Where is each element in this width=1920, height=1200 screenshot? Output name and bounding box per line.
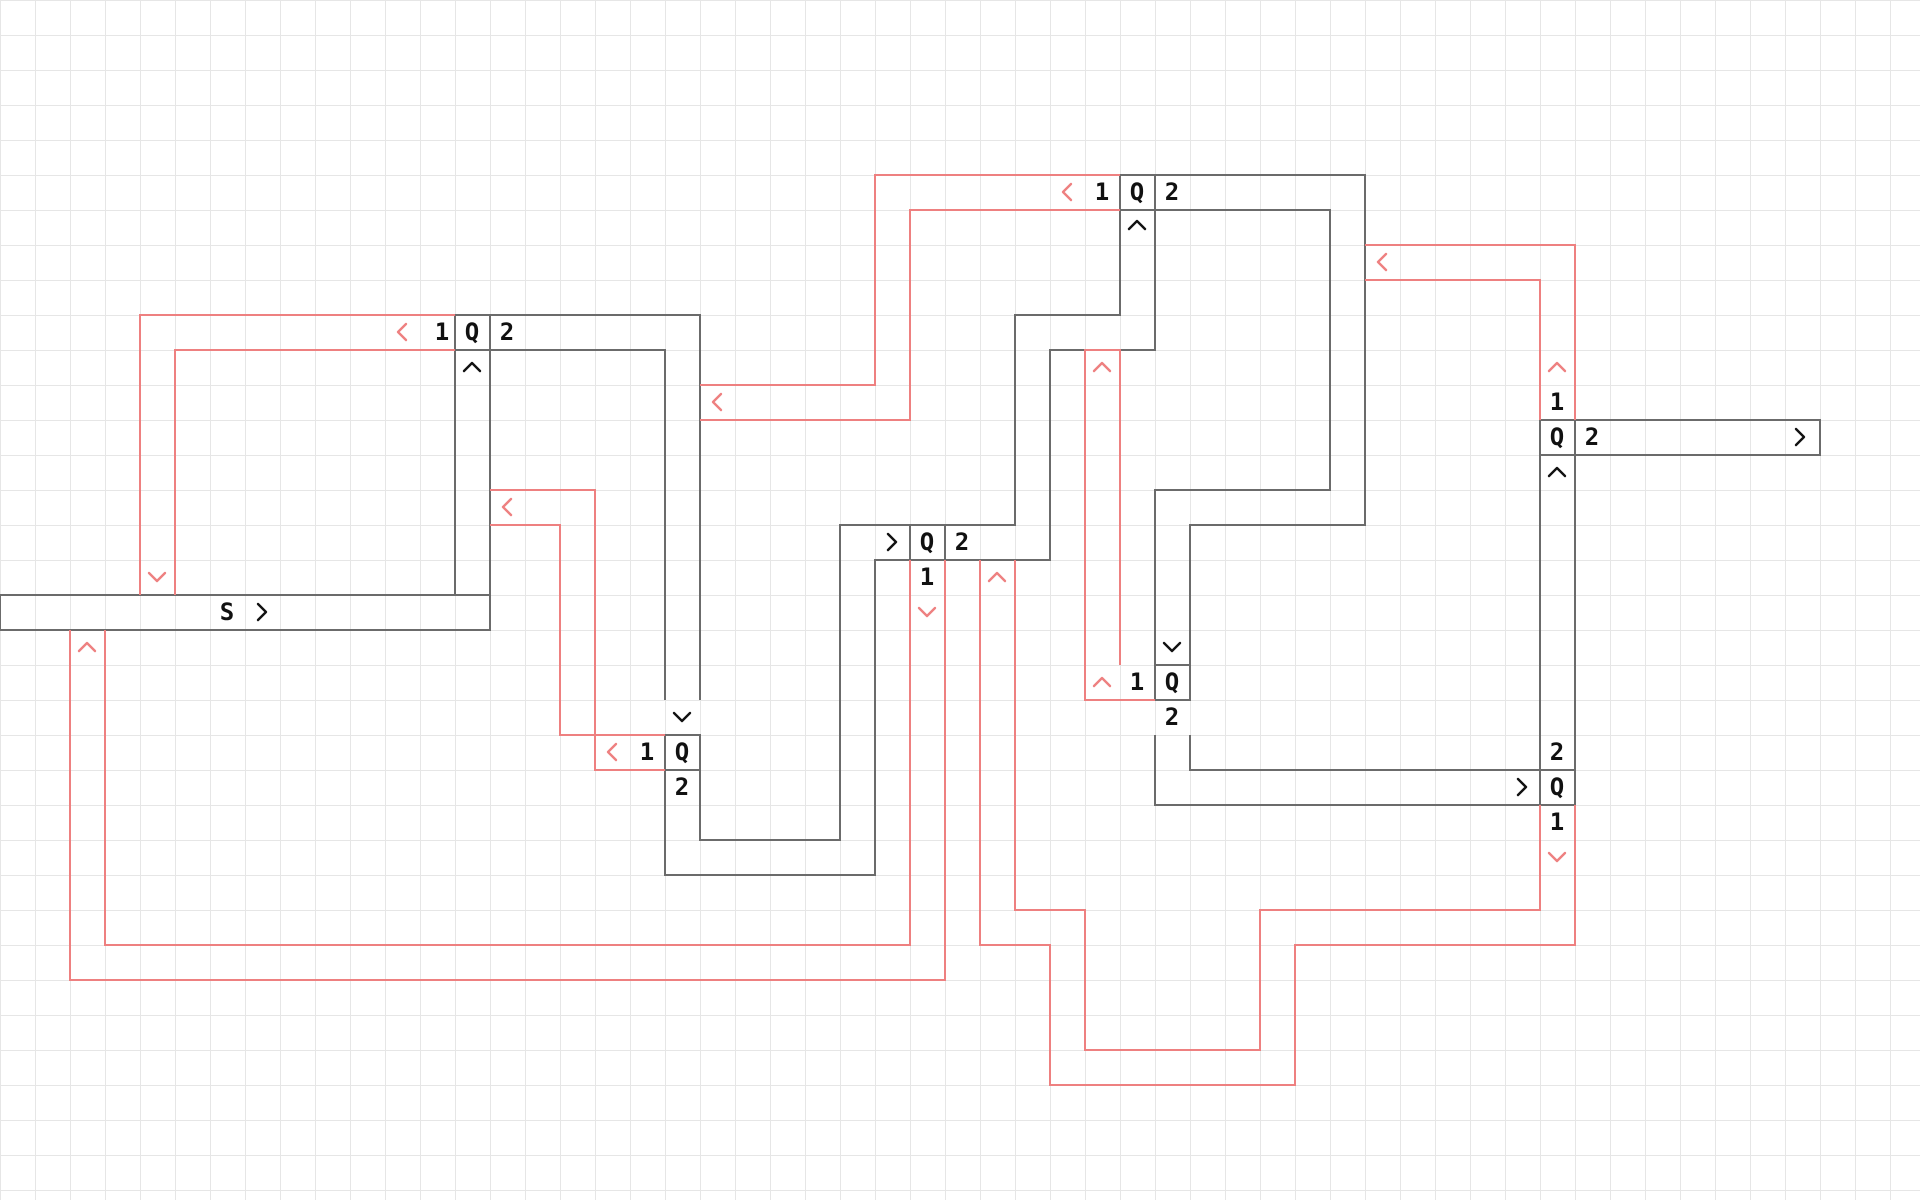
track-node-c-out2-inner bbox=[945, 210, 1156, 561]
chevron-up-icon bbox=[987, 571, 1007, 583]
node-e-label: Q bbox=[1165, 668, 1179, 696]
start-lane bbox=[0, 594, 491, 631]
node-g-out1: 1 bbox=[1550, 388, 1564, 416]
exit-lane bbox=[1539, 419, 1821, 456]
node-b-out2: 2 bbox=[675, 773, 689, 801]
lane-node-b-out1-inner bbox=[490, 489, 665, 771]
node-d-out1: 1 bbox=[1095, 178, 1109, 206]
node-d-label: Q bbox=[1130, 178, 1144, 206]
node-f-box bbox=[1539, 769, 1576, 806]
chevron-up-icon bbox=[1092, 676, 1112, 688]
chevron-left-icon bbox=[606, 742, 618, 762]
chevron-down-icon bbox=[1162, 641, 1182, 653]
chevron-up-icon bbox=[1092, 361, 1112, 373]
node-b-box bbox=[664, 734, 701, 771]
queue-arrows bbox=[77, 182, 1567, 863]
chevron-right-icon bbox=[1794, 427, 1806, 447]
chevron-left-icon bbox=[1376, 252, 1388, 272]
node-b-label: Q bbox=[675, 738, 689, 766]
node-g-out2: 2 bbox=[1585, 423, 1599, 451]
chevron-left-icon bbox=[501, 497, 513, 517]
lane-node-d-out1-inner bbox=[700, 209, 1120, 421]
track-node-b-out2-inner bbox=[699, 524, 910, 841]
queue-lanes bbox=[69, 174, 1576, 1086]
lane-node-f-out1 bbox=[1014, 560, 1541, 1051]
node-e-out1: 1 bbox=[1130, 668, 1144, 696]
queue-nodes bbox=[454, 174, 1576, 806]
track-node-e-out2-inner bbox=[1189, 735, 1540, 771]
node-a-out1: 1 bbox=[435, 318, 449, 346]
node-g-label: Q bbox=[1550, 423, 1564, 451]
lane-node-a-out1-inner bbox=[174, 349, 455, 595]
chevron-up-icon bbox=[1547, 466, 1567, 478]
node-d-box bbox=[1119, 174, 1156, 211]
lane-node-b-out1 bbox=[490, 524, 665, 736]
track-node-d-out2-inner bbox=[1154, 209, 1331, 665]
lane-node-f-out1-inner bbox=[979, 560, 1576, 1086]
lane-node-g-out1 bbox=[1365, 279, 1541, 420]
track-node-f-to-node-g bbox=[1539, 454, 1576, 770]
chevron-left-icon bbox=[1061, 182, 1073, 202]
chevron-up-icon bbox=[77, 641, 97, 653]
lane-node-g-out1-inner bbox=[1365, 244, 1576, 420]
node-c-out2: 2 bbox=[955, 528, 969, 556]
diagram-labels: S Q 1 2 Q 1 2 Q 1 2 Q 1 2 Q 1 2 Q 2 1 Q … bbox=[220, 178, 1599, 836]
node-c-label: Q bbox=[920, 528, 934, 556]
lane-node-d-out1 bbox=[700, 174, 1120, 386]
node-a-label: Q bbox=[465, 318, 479, 346]
node-d-out2: 2 bbox=[1165, 178, 1179, 206]
chevron-left-icon bbox=[711, 392, 723, 412]
node-f-out1: 1 bbox=[1550, 808, 1564, 836]
lane-node-a-out1 bbox=[139, 314, 455, 595]
chevron-up-icon bbox=[1547, 361, 1567, 373]
lane-node-c-out1 bbox=[104, 560, 911, 946]
node-g-box bbox=[1539, 419, 1576, 456]
node-f-label: Q bbox=[1550, 773, 1564, 801]
node-c-box bbox=[909, 524, 946, 561]
chevron-down-icon bbox=[147, 571, 167, 583]
node-e-out2: 2 bbox=[1165, 703, 1179, 731]
chevron-down-icon bbox=[917, 606, 937, 618]
track-node-d-out2 bbox=[1155, 174, 1366, 665]
track-node-e-out2 bbox=[1154, 735, 1540, 806]
chevron-down-icon bbox=[1547, 851, 1567, 863]
node-a-out2: 2 bbox=[500, 318, 514, 346]
track-start-to-node-a bbox=[454, 314, 491, 595]
chevron-left-icon bbox=[396, 322, 408, 342]
chevron-up-icon bbox=[462, 361, 482, 373]
lane-node-c-out1-inner bbox=[69, 560, 946, 981]
chevron-right-icon bbox=[256, 602, 268, 622]
node-e-box bbox=[1154, 664, 1191, 701]
node-b-out1: 1 bbox=[640, 738, 654, 766]
track-node-c-out2 bbox=[945, 210, 1121, 526]
track-node-a-out2 bbox=[490, 314, 701, 700]
node-c-out1: 1 bbox=[920, 563, 934, 591]
chevron-right-icon bbox=[1516, 777, 1528, 797]
track-node-a-out2-inner bbox=[490, 349, 666, 700]
chevron-down-icon bbox=[672, 711, 692, 723]
node-a-box bbox=[454, 314, 491, 351]
node-f-out2: 2 bbox=[1550, 738, 1564, 766]
chevron-up-icon bbox=[1127, 219, 1147, 231]
chevron-right-icon bbox=[886, 532, 898, 552]
track-node-b-out2 bbox=[664, 559, 910, 876]
start-label: S bbox=[220, 598, 234, 626]
lane-node-e-out1 bbox=[1084, 349, 1155, 701]
